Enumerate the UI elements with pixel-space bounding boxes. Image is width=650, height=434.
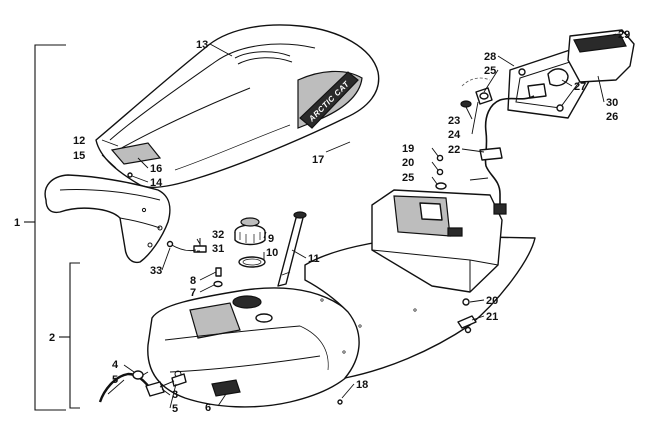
callout-15: 15 bbox=[73, 150, 85, 162]
callout-30: 30 bbox=[606, 97, 618, 109]
taillight-bulb bbox=[547, 68, 569, 87]
callout-25a: 25 bbox=[402, 172, 414, 184]
fuel-pickup-tube bbox=[277, 211, 307, 287]
callout-29: 29 bbox=[618, 29, 630, 41]
hose-clamp-4 bbox=[132, 370, 149, 380]
screw-8 bbox=[215, 267, 222, 277]
callout-24: 24 bbox=[448, 129, 461, 141]
callout-5b: 5 bbox=[172, 403, 178, 415]
pan-fastener-20-21 bbox=[457, 298, 477, 334]
callout-20b: 20 bbox=[486, 295, 498, 307]
callout-19: 19 bbox=[402, 143, 414, 155]
callout-23: 23 bbox=[448, 115, 460, 127]
bracket-assembly-1 bbox=[24, 44, 66, 411]
callout-26: 26 bbox=[606, 111, 618, 123]
fuel-cap-gasket bbox=[238, 256, 266, 268]
fuel-tank bbox=[147, 287, 364, 408]
rivet-14 bbox=[127, 172, 133, 178]
callout-10: 10 bbox=[266, 247, 278, 259]
callout-4: 4 bbox=[112, 359, 119, 371]
rivet-18 bbox=[337, 399, 343, 405]
callout-12: 12 bbox=[73, 135, 85, 147]
seat: ARCTIC CAT bbox=[95, 24, 380, 189]
taillight-wire bbox=[469, 95, 535, 215]
callout-27: 27 bbox=[574, 81, 586, 93]
mount-hardware bbox=[460, 77, 493, 108]
callout-6: 6 bbox=[205, 402, 211, 414]
callout-13: 13 bbox=[196, 39, 208, 51]
callout-20a: 20 bbox=[402, 157, 414, 169]
callout-31: 31 bbox=[212, 243, 224, 255]
callout-8: 8 bbox=[190, 275, 196, 287]
callout-32: 32 bbox=[212, 229, 224, 241]
fuel-cap bbox=[234, 217, 266, 246]
callout-21: 21 bbox=[486, 311, 498, 323]
callout-18: 18 bbox=[356, 379, 368, 391]
grommet-7 bbox=[213, 280, 223, 288]
callout-14: 14 bbox=[150, 177, 163, 189]
taillight-socket bbox=[527, 83, 547, 99]
callout-28: 28 bbox=[484, 51, 496, 63]
callout-5a: 5 bbox=[112, 374, 118, 386]
leader-lines bbox=[101, 33, 617, 409]
callout-11: 11 bbox=[308, 253, 320, 265]
seat-bolt-hardware bbox=[435, 154, 447, 190]
fuel-line bbox=[98, 372, 187, 403]
callout-labels: 1 2 3 4 5 5 6 7 8 9 10 11 12 13 14 15 16… bbox=[14, 29, 630, 415]
callout-3: 3 bbox=[172, 389, 178, 401]
callout-22: 22 bbox=[448, 144, 460, 156]
taillight-lens bbox=[567, 29, 635, 83]
seat-base-pan bbox=[304, 189, 536, 379]
callout-9: 9 bbox=[268, 233, 274, 245]
vent-hose-33 bbox=[166, 240, 197, 252]
callout-16: 16 bbox=[150, 163, 162, 175]
seat-front-pan bbox=[44, 174, 171, 264]
callout-17: 17 bbox=[312, 154, 324, 166]
callout-1: 1 bbox=[14, 217, 20, 229]
callout-33: 33 bbox=[150, 265, 162, 277]
callout-25b: 25 bbox=[484, 65, 496, 77]
callout-2: 2 bbox=[49, 332, 55, 344]
callout-7: 7 bbox=[190, 287, 196, 299]
bracket-assembly-2 bbox=[59, 262, 80, 409]
